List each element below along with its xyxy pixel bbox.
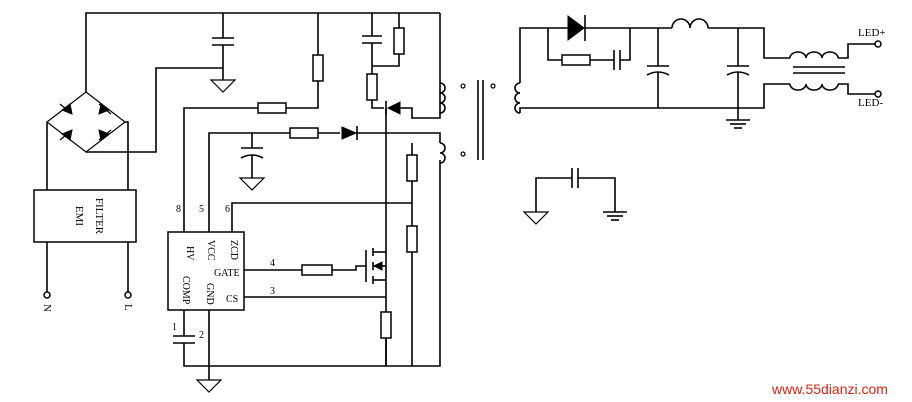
snubber-r2-wire [371, 100, 384, 109]
bulk-capacitor [212, 13, 234, 80]
output-inductor [671, 18, 709, 29]
snubber-resistor-1 [393, 27, 405, 55]
primary-ground-return [208, 160, 441, 367]
ic-pin-comp: COMP [180, 276, 191, 305]
pin-number-cs: 3 [270, 286, 275, 297]
vcc-diode [341, 126, 358, 140]
y-cap-secondary-ground [603, 211, 627, 221]
pin-number-gate: 4 [270, 258, 275, 269]
current-sense-resistor [380, 311, 392, 339]
zcd-resistor-top [406, 154, 418, 182]
pin-number-hv: 8 [176, 204, 181, 215]
output-snubber-resistor [561, 54, 591, 66]
output-diode [567, 15, 586, 41]
secondary-winding-wire [519, 27, 548, 83]
output-positive-rail [708, 27, 790, 59]
output-snubber-wire [547, 28, 562, 61]
ic-pin-cs: CS [226, 294, 238, 305]
input-n-terminal [43, 291, 51, 299]
vcc-resistor [289, 127, 319, 139]
ic-pin-gnd: GND [204, 283, 215, 305]
pin-number-vcc: 5 [199, 204, 204, 215]
input-l-terminal [124, 291, 132, 299]
hv-bus-top [85, 12, 440, 92]
gate-resistor [301, 264, 333, 276]
hv-resistor-wire-mid [286, 81, 319, 109]
led-plus-wire [838, 43, 875, 59]
ic-pin-vcc: VCC [205, 240, 216, 261]
secondary-return-wire [519, 107, 658, 113]
output-ground [726, 119, 750, 129]
filter-label: FILTER [93, 198, 105, 235]
y-cap-wire-left [535, 177, 572, 212]
ic-pin-gate: GATE [214, 268, 240, 279]
led-plus-terminal [874, 40, 882, 48]
ground-bulk [209, 79, 237, 93]
zcd-pin-wire [231, 202, 412, 232]
bridge-rectifier [46, 91, 126, 153]
output-snubber-wire-3 [620, 28, 631, 61]
input-n-label: N [41, 304, 53, 312]
ic-pin-hv: HV [184, 246, 195, 261]
led-minus-wire [838, 83, 875, 95]
hv-pin-wire [183, 107, 258, 232]
gate-resistor-wire [332, 265, 366, 271]
hv-series-resistor [257, 102, 287, 114]
snubber-to-drain-wire [400, 83, 441, 119]
vcc-pin-wire [208, 132, 290, 232]
bridge-ac-right-wire [125, 121, 129, 190]
pin-number-gnd: 2 [199, 330, 204, 341]
emi-filter-box: EMI FILTER [33, 189, 137, 243]
comp-cap-ground-wire [183, 343, 209, 367]
watermark-text: www.55dianzi.com [771, 381, 888, 397]
ground-vcc [238, 177, 266, 191]
emi-label: EMI [73, 206, 85, 227]
bridge-neg-wire [86, 67, 223, 153]
ic-pin-zcd: ZCD [228, 240, 239, 260]
hv-start-resistor [312, 54, 324, 82]
y-cap-primary-ground [522, 211, 550, 225]
controller-ic: HV VCC ZCD COMP GND GATE CS [167, 231, 245, 311]
snubber-resistor-2 [366, 73, 378, 101]
snubber-r1-wire-bot [372, 54, 400, 67]
output-negative-rail [658, 83, 790, 109]
snubber-diode [385, 101, 401, 115]
y-cap-wire-right [578, 177, 616, 212]
pin-number-zcd: 6 [225, 204, 230, 215]
pin-number-comp: 1 [172, 322, 177, 333]
ground-ic [195, 379, 223, 393]
aux-winding-wire [357, 132, 441, 143]
common-mode-choke [789, 51, 845, 91]
led-minus-terminal [874, 90, 882, 98]
transformer [439, 13, 521, 164]
led-plus-label: LED+ [858, 27, 886, 39]
input-l-label: L [122, 304, 134, 311]
zcd-resistor-bottom [406, 225, 418, 253]
led-minus-label: LED- [858, 97, 883, 109]
mosfet [365, 248, 386, 284]
